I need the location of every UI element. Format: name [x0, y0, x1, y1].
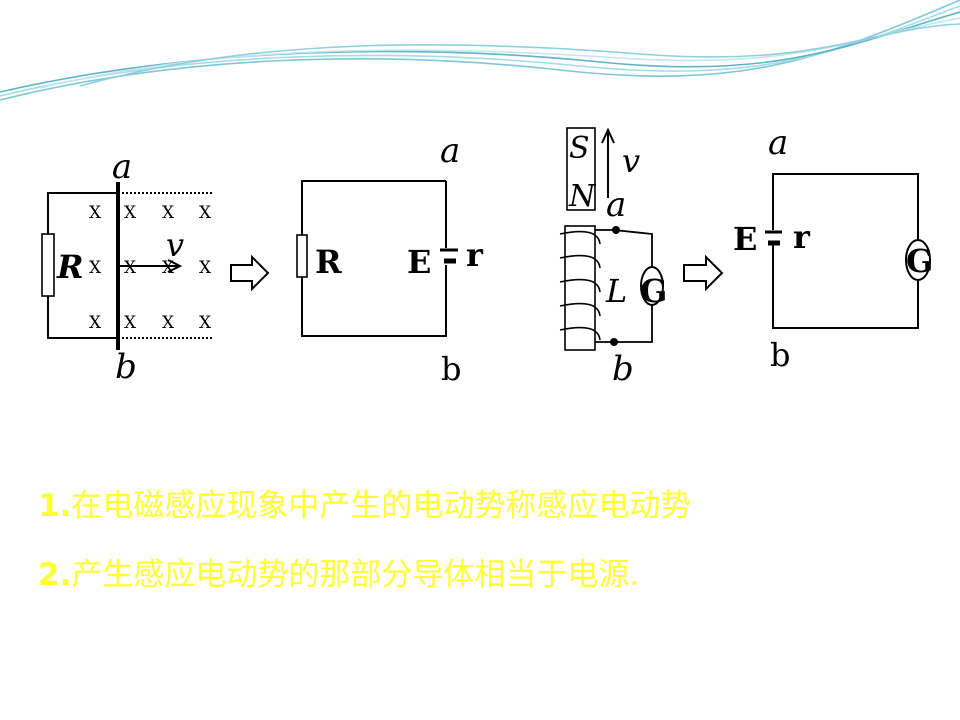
statement-1-text: 在电磁感应现象中产生的电动势称感应电动势	[71, 488, 692, 524]
label-r: r	[466, 236, 484, 274]
diagram-magnet-coil-circuit	[559, 127, 664, 351]
right-arrow-icon	[230, 254, 270, 292]
label-r: r	[793, 218, 811, 256]
field-mark: X	[199, 313, 212, 333]
resistor-R	[41, 233, 55, 297]
diagram-moving-rod-circuit	[41, 182, 212, 350]
label-R: R	[315, 243, 342, 281]
label-b: b	[441, 350, 461, 388]
label-b: b	[115, 347, 137, 387]
statement-2-number: 2.	[38, 557, 72, 593]
label-a: a	[768, 123, 788, 163]
label-L: L	[605, 272, 627, 310]
label-G: G	[640, 272, 667, 310]
field-mark: X	[89, 258, 102, 278]
magnetic-field-marks: X X X X X X X X X X X X	[89, 203, 212, 333]
field-mark: X	[124, 258, 137, 278]
statement-2-text: 产生感应电动势的那部分导体相当于电源.	[71, 557, 640, 593]
galvanometer-G	[905, 239, 931, 281]
resistor-R	[296, 234, 308, 278]
bar-magnet	[566, 127, 596, 211]
statement-2: 2.产生感应电动势的那部分导体相当于电源.	[38, 549, 639, 594]
label-b: b	[612, 349, 634, 389]
field-mark: X	[162, 258, 175, 278]
label-E: E	[733, 220, 757, 258]
statement-1: 1.在电磁感应现象中产生的电动势称感应电动势	[38, 480, 691, 525]
label-N: N	[568, 179, 597, 214]
label-a: a	[606, 185, 626, 225]
field-mark: X	[162, 203, 175, 223]
right-arrow-icon	[683, 254, 724, 292]
coil-core	[564, 225, 596, 351]
field-mark: X	[89, 313, 102, 333]
label-a: a	[440, 131, 460, 171]
field-mark: X	[199, 203, 212, 223]
decorative-wave-header	[0, 0, 960, 101]
label-G: G	[906, 242, 933, 280]
label-E: E	[407, 243, 431, 281]
label-b: b	[770, 336, 790, 374]
label-v: v	[622, 142, 640, 180]
label-R: R	[56, 248, 84, 286]
label-a: a	[112, 147, 132, 187]
field-mark: X	[162, 313, 175, 333]
label-v: v	[166, 226, 184, 264]
label-S: S	[569, 131, 590, 166]
galvanometer-G	[640, 266, 664, 306]
diagram-equivalent-circuit-1	[296, 180, 458, 337]
field-mark: X	[89, 203, 102, 223]
field-mark: X	[199, 258, 212, 278]
field-mark: X	[124, 203, 137, 223]
statement-1-number: 1.	[38, 488, 72, 524]
diagram-equivalent-circuit-2	[765, 173, 931, 329]
field-mark: X	[124, 313, 137, 333]
